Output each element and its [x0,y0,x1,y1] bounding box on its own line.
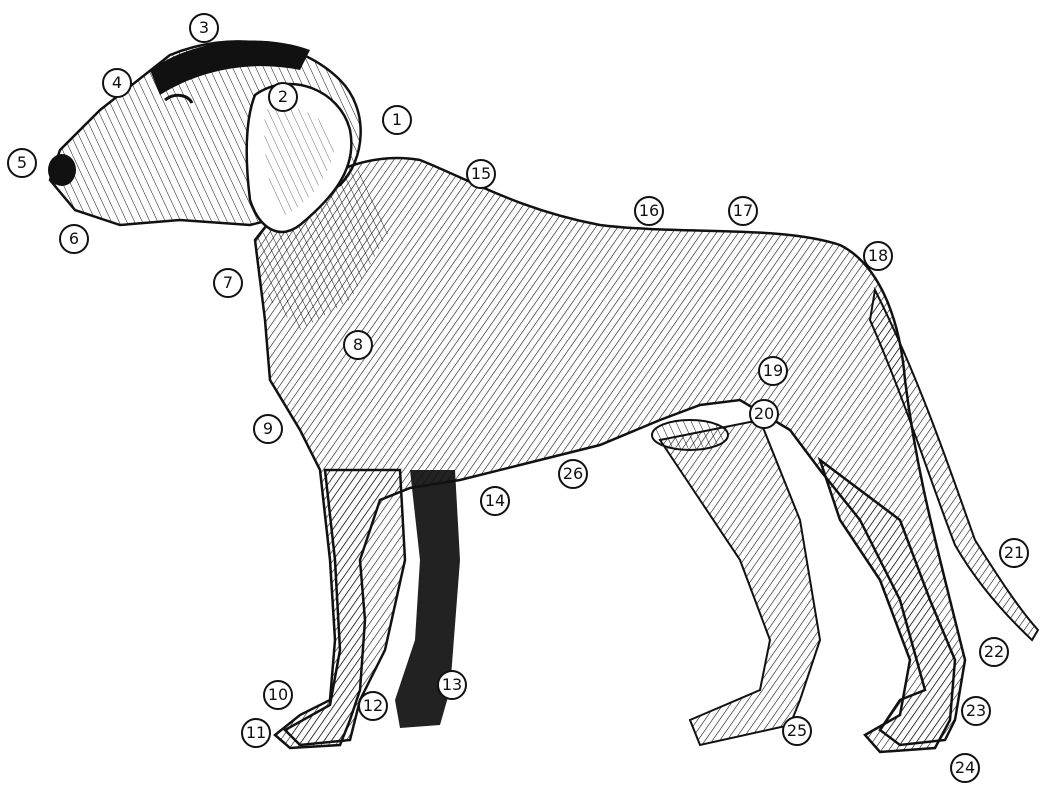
callout-24: 24 [950,753,980,783]
callout-7: 7 [213,268,243,298]
callout-21: 21 [999,538,1029,568]
callout-5: 5 [7,148,37,178]
callout-6: 6 [59,224,89,254]
callout-23: 23 [961,696,991,726]
callout-9: 9 [253,414,283,444]
callout-3: 3 [189,13,219,43]
callout-2: 2 [268,82,298,112]
callout-4: 4 [102,68,132,98]
callout-13: 13 [437,670,467,700]
callout-10: 10 [263,680,293,710]
far-hindleg [660,420,820,745]
callout-22: 22 [979,637,1009,667]
callout-14: 14 [480,486,510,516]
nose [48,154,76,186]
callout-18: 18 [863,241,893,271]
callout-26: 26 [558,459,588,489]
callout-15: 15 [466,159,496,189]
callout-25: 25 [782,716,812,746]
callout-8: 8 [343,330,373,360]
callout-12: 12 [358,691,388,721]
callout-19: 19 [758,356,788,386]
callout-1: 1 [382,105,412,135]
callout-17: 17 [728,196,758,226]
callout-11: 11 [241,718,271,748]
callout-16: 16 [634,196,664,226]
callout-20: 20 [749,399,779,429]
belly-detail [652,420,728,450]
